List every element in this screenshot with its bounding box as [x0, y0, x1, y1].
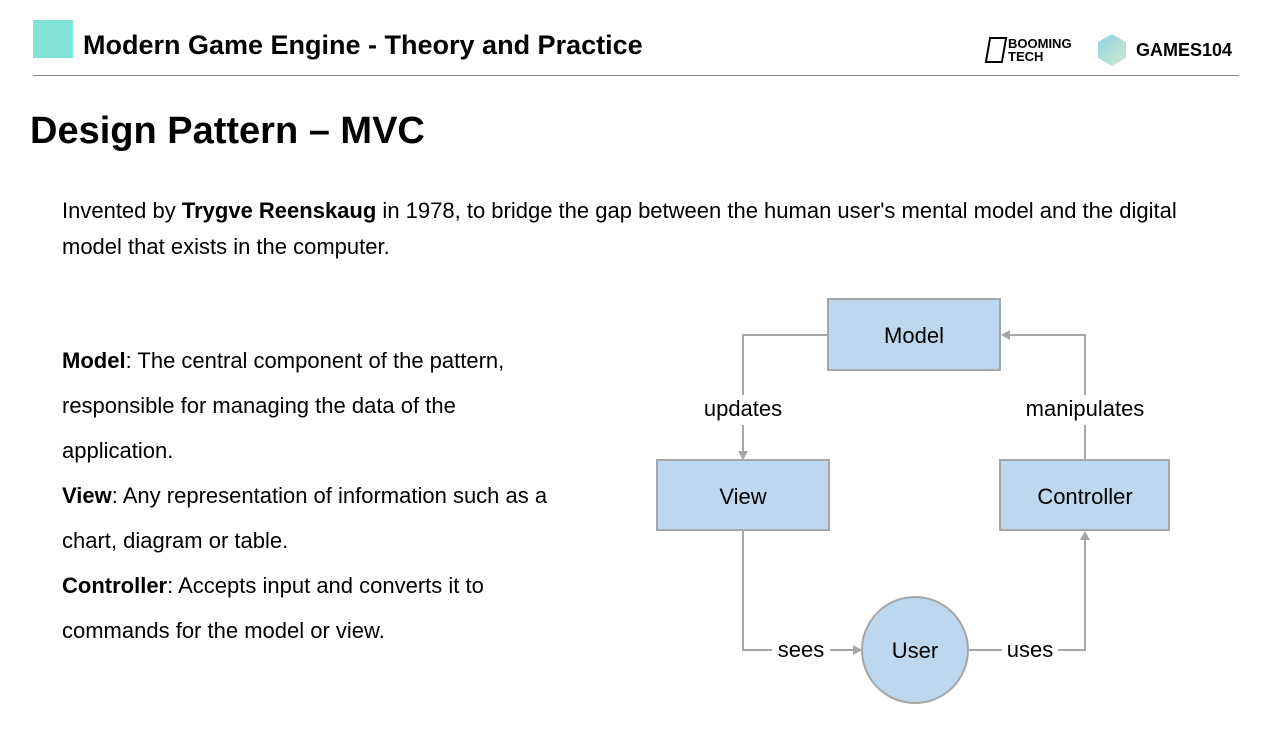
edge-label-updates: updates: [704, 396, 782, 421]
arrow-head: [1080, 531, 1090, 540]
edge-sees-left: [742, 530, 772, 651]
definition-controller: Controller: Accepts input and converts i…: [62, 563, 562, 653]
logo-booming-line2: TECH: [1008, 49, 1044, 64]
intro-paragraph: Invented by Trygve Reenskaug in 1978, to…: [62, 193, 1242, 265]
definition-text: : Any representation of information such…: [62, 483, 548, 553]
edge-updates-top: [742, 334, 828, 395]
header-divider: [33, 75, 1239, 76]
definition-text: : The central component of the pattern, …: [62, 348, 505, 463]
intro-post: in 1978, to bridge the gap between the h…: [62, 198, 1177, 259]
edge-manipulates-top: [1008, 334, 1086, 395]
term-view: View: [62, 483, 112, 508]
definition-view: View: Any representation of information …: [62, 473, 562, 563]
node-user: [861, 596, 969, 704]
label-user: User: [892, 638, 938, 663]
arrow-head: [853, 645, 862, 655]
definitions-list: Model: The central component of the patt…: [62, 338, 562, 653]
edge-label-uses: uses: [1007, 637, 1053, 662]
term-controller: Controller: [62, 573, 168, 598]
label-controller: Controller: [1037, 484, 1132, 509]
node-controller: [999, 459, 1170, 531]
course-title: Modern Game Engine - Theory and Practice: [83, 30, 643, 60]
edge-uses-right: [1058, 540, 1086, 651]
term-model: Model: [62, 348, 126, 373]
label-view: View: [719, 484, 766, 509]
label-model: Model: [884, 323, 944, 348]
edge-label-sees: sees: [778, 637, 824, 662]
intro-pre: Invented by: [62, 198, 182, 223]
games104-logo: GAMES104: [1136, 40, 1233, 60]
arrow-head: [1001, 330, 1010, 340]
definition-text: : Accepts input and converts it to comma…: [62, 573, 484, 643]
slide-title: Design Pattern – MVC: [30, 110, 425, 152]
definition-model: Model: The central component of the patt…: [62, 338, 562, 473]
node-model: [827, 298, 1001, 371]
arrow-head: [738, 451, 748, 460]
logo-booming-line1: BOOMING: [1008, 36, 1072, 51]
node-view: [656, 459, 830, 531]
intro-inventor: Trygve Reenskaug: [181, 198, 377, 223]
edge-label-manipulates: manipulates: [1026, 396, 1145, 421]
course-logo-icon: [33, 20, 73, 58]
